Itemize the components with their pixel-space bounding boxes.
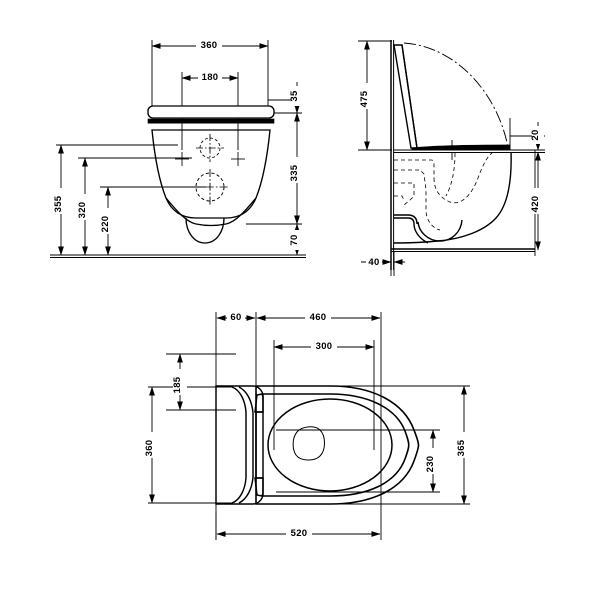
dim-front-35: 35	[289, 82, 303, 114]
front-bowl-outline	[151, 129, 271, 244]
fixing-circle-lower	[192, 169, 228, 205]
dim-side-420: 420	[530, 151, 545, 251]
dim-label-plan-total-length: 520	[291, 528, 308, 539]
dim-plan-360: 360	[144, 386, 159, 504]
dim-side-475: 475	[359, 40, 374, 151]
dim-front-220: 220	[100, 186, 115, 256]
dim-label-plan-seat-width: 365	[456, 439, 467, 456]
plan-flush-opening	[292, 426, 325, 461]
dim-label-plan-bowl-length: 460	[310, 312, 327, 323]
dim-front-335: 335	[289, 112, 304, 225]
dim-plan-185: 185	[172, 353, 187, 411]
dim-label-front-width: 360	[201, 40, 218, 51]
dim-plan-230: 230	[425, 429, 440, 493]
side-wall-line	[390, 40, 395, 270]
side-hidden-detail	[394, 152, 493, 231]
top-plan-view: 60 460 300 520 360 1	[144, 311, 471, 540]
front-fixing-points	[175, 134, 245, 205]
side-lid-swing-arc	[403, 42, 509, 148]
dim-front-180: 180	[181, 71, 239, 83]
front-elevation-view: 360 180 35 335 70 35	[50, 39, 306, 258]
dim-label-plan-hinge-width: 185	[172, 376, 183, 393]
dim-side-40: 40	[362, 256, 405, 268]
dim-side-20: 20	[530, 122, 544, 151]
dim-label-side-wall-offset: 40	[368, 257, 379, 268]
dim-label-front-fixing-spacing: 180	[202, 72, 219, 83]
side-base-line	[391, 248, 535, 252]
dim-front-320: 320	[77, 157, 92, 256]
dim-label-front-lower-fixing: 220	[100, 216, 111, 233]
dim-front-70: 70	[289, 223, 303, 256]
dim-label-side-seat-thickness: 20	[530, 129, 541, 140]
side-seat-plate	[411, 144, 511, 151]
front-extension-lines	[50, 40, 306, 258]
fixing-cross-right	[231, 152, 245, 166]
dim-label-front-outlet-height: 70	[289, 234, 300, 245]
dim-front-360: 360	[151, 39, 269, 51]
fixing-cross-left	[175, 152, 189, 166]
plan-inner-rim	[267, 398, 393, 492]
dim-front-355: 355	[53, 144, 68, 256]
front-seat-lid	[147, 105, 275, 124]
dim-plan-60: 60	[216, 311, 256, 323]
dim-label-front-total-height: 355	[53, 195, 64, 212]
dim-label-front-body-height: 335	[289, 164, 300, 181]
dim-plan-520: 520	[216, 527, 381, 539]
dim-label-front-seat-thickness: 35	[289, 90, 300, 102]
dim-label-side-lid-height: 475	[359, 90, 370, 107]
dim-plan-365: 365	[456, 385, 471, 505]
plan-bowl-outline	[255, 385, 420, 505]
dim-label-plan-inner-width: 230	[425, 456, 436, 473]
dim-label-front-upper-fixing: 320	[77, 202, 88, 219]
fixing-circle-upper	[196, 134, 224, 162]
dim-label-plan-hinge-zone: 60	[230, 312, 241, 323]
dim-label-plan-outer-width: 360	[144, 440, 155, 457]
side-bowl-outline	[393, 151, 512, 244]
dim-plan-460: 460	[256, 311, 381, 323]
side-elevation-view: 475 20 420 40	[358, 40, 545, 276]
dim-label-plan-inner-length: 300	[316, 341, 333, 352]
dim-label-side-projection: 420	[530, 196, 541, 213]
dim-plan-300: 300	[273, 340, 375, 352]
